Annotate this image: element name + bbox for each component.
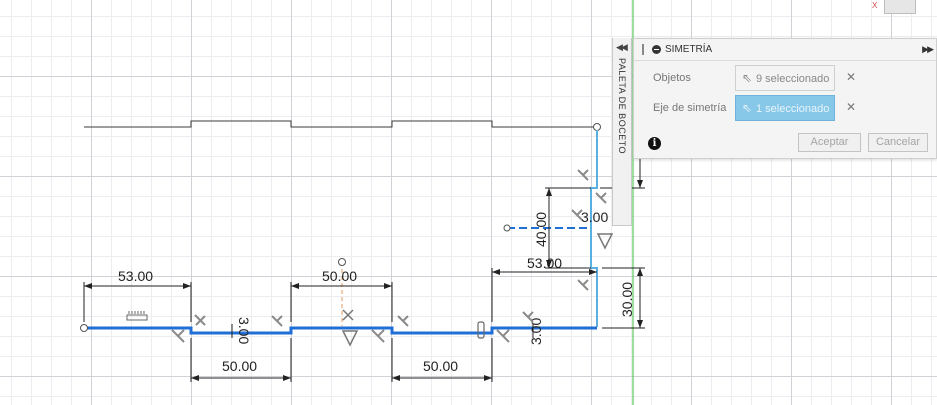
- symmetry-axis-label: Eje de simetría: [653, 102, 727, 114]
- symmetry-axis-line[interactable]: [590, 130, 598, 327]
- collapse-icon[interactable]: [652, 45, 661, 54]
- clear-axis-icon[interactable]: ✕: [846, 100, 857, 114]
- objects-row: Objetos ⇖ 9 seleccionado ✕: [634, 64, 936, 92]
- sketch-palette-tab[interactable]: ◀◀ PALETA DE BOCETO: [612, 38, 632, 226]
- view-cube-face[interactable]: [884, 0, 916, 14]
- collapse-arrows-icon[interactable]: ◀◀: [616, 42, 628, 52]
- info-icon[interactable]: i: [648, 137, 661, 150]
- expand-arrows-icon[interactable]: ▶▶: [922, 44, 934, 54]
- objects-selection-count: 9 seleccionado: [756, 73, 830, 85]
- accept-button[interactable]: Aceptar: [798, 133, 861, 152]
- drag-handle-icon[interactable]: [642, 44, 644, 55]
- dimension-53-right[interactable]: 53.00: [527, 255, 562, 271]
- dialog-title: SIMETRÍA: [665, 44, 713, 55]
- dimension-3-right[interactable]: 3.00: [528, 318, 544, 345]
- dimension-53-left[interactable]: 53.00: [118, 268, 153, 284]
- symmetry-axis-row: Eje de simetría ⇖ 1 seleccionado ✕: [634, 94, 936, 122]
- dimension-50-bottom-right[interactable]: 50.00: [423, 358, 458, 374]
- constraint-glyphs[interactable]: [171, 169, 607, 343]
- dimension-arrows: [84, 180, 643, 381]
- dimension-50-top[interactable]: 50.00: [322, 268, 357, 284]
- dimension-50-bottom-left[interactable]: 50.00: [222, 358, 257, 374]
- fix-glyphs[interactable]: [126, 311, 485, 339]
- objects-selector[interactable]: ⇖ 9 seleccionado: [735, 65, 835, 91]
- sketch-palette-label: PALETA DE BOCETO: [617, 58, 627, 155]
- symmetry-axis-selection-count: 1 seleccionado: [756, 103, 830, 115]
- dimension-3-left[interactable]: 3.00: [236, 317, 252, 344]
- sketch-profile-selected[interactable]: [84, 326, 597, 335]
- symmetry-glyphs[interactable]: [341, 233, 614, 347]
- dimension-40[interactable]: 40.00: [533, 212, 549, 247]
- cursor-arrow-icon: ⇖: [742, 101, 753, 115]
- dialog-header[interactable]: SIMETRÍA ▶▶: [634, 39, 936, 61]
- dimension-lines: [83, 140, 645, 382]
- sketch-point[interactable]: [503, 224, 511, 232]
- cancel-button[interactable]: Cancelar: [868, 133, 928, 152]
- axis-x-label: X: [872, 1, 878, 10]
- view-cube[interactable]: X: [872, 0, 922, 14]
- objects-label: Objetos: [653, 72, 691, 84]
- sketch-point[interactable]: [593, 123, 601, 131]
- sketch-point[interactable]: [338, 258, 346, 266]
- sketch-point[interactable]: [80, 324, 88, 332]
- cursor-arrow-icon: ⇖: [742, 71, 753, 85]
- sketch-profile-upper[interactable]: [84, 120, 597, 128]
- symmetry-axis-selector[interactable]: ⇖ 1 seleccionado: [735, 95, 835, 121]
- clear-objects-icon[interactable]: ✕: [846, 70, 857, 84]
- dimension-3-top[interactable]: 3.00: [581, 209, 608, 225]
- symmetry-dialog: SIMETRÍA ▶▶ Objetos ⇖ 9 seleccionado ✕ E…: [633, 38, 937, 159]
- dimension-30[interactable]: 30.00: [619, 282, 635, 317]
